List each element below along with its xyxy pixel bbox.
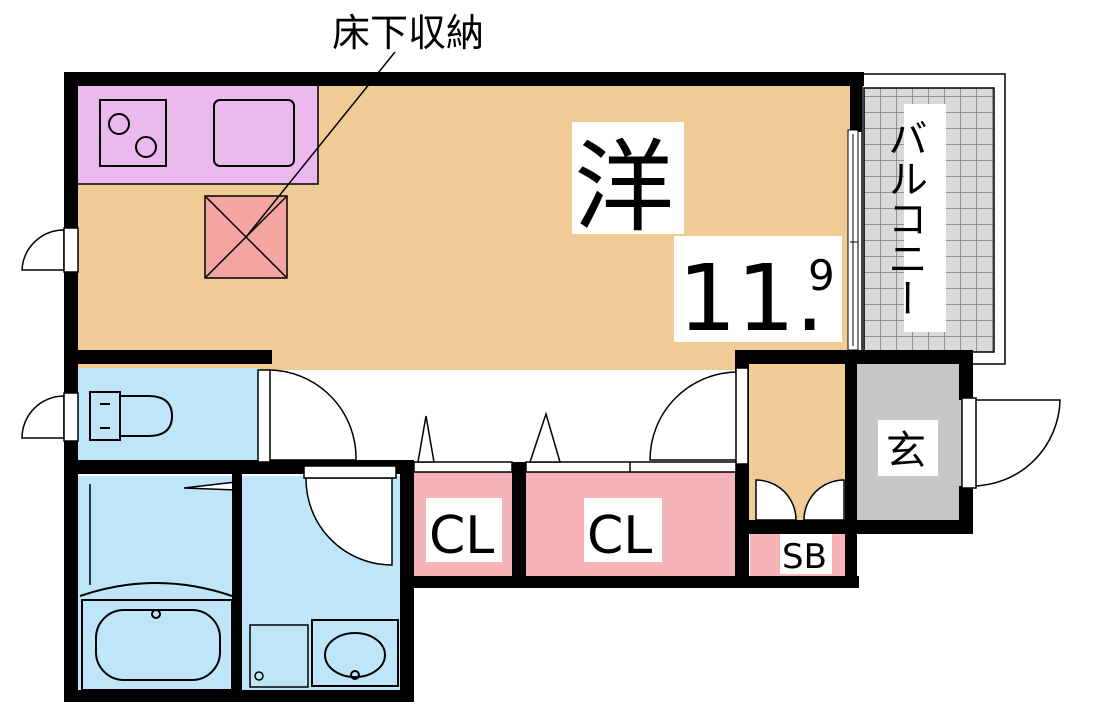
stove-icon bbox=[99, 99, 167, 167]
walls bbox=[64, 72, 973, 702]
bathroom bbox=[72, 476, 240, 694]
toilet-room bbox=[72, 368, 260, 468]
toilet-bowl-icon bbox=[120, 395, 174, 437]
shoe-box-label: SB bbox=[782, 537, 827, 577]
burner-icon bbox=[135, 136, 157, 158]
room-size-decimal-label: 9 bbox=[808, 251, 835, 300]
door-swings bbox=[21, 227, 1061, 566]
toilet-tank-icon bbox=[89, 391, 121, 441]
underfloor-storage-label: 床下収納 bbox=[332, 11, 484, 55]
room-type-label: 洋 bbox=[574, 129, 674, 246]
closet-2-label: CL bbox=[587, 506, 652, 566]
balcony-label: バルコニー bbox=[881, 118, 927, 318]
closet-1-label: CL bbox=[429, 506, 494, 566]
sink-icon bbox=[213, 99, 295, 167]
entrance-label: 玄 bbox=[886, 428, 926, 474]
washbasin-icon bbox=[311, 619, 399, 687]
washbasin-counter bbox=[249, 624, 309, 688]
burner-icon bbox=[108, 113, 130, 135]
room-size-label: 11. bbox=[678, 245, 824, 352]
